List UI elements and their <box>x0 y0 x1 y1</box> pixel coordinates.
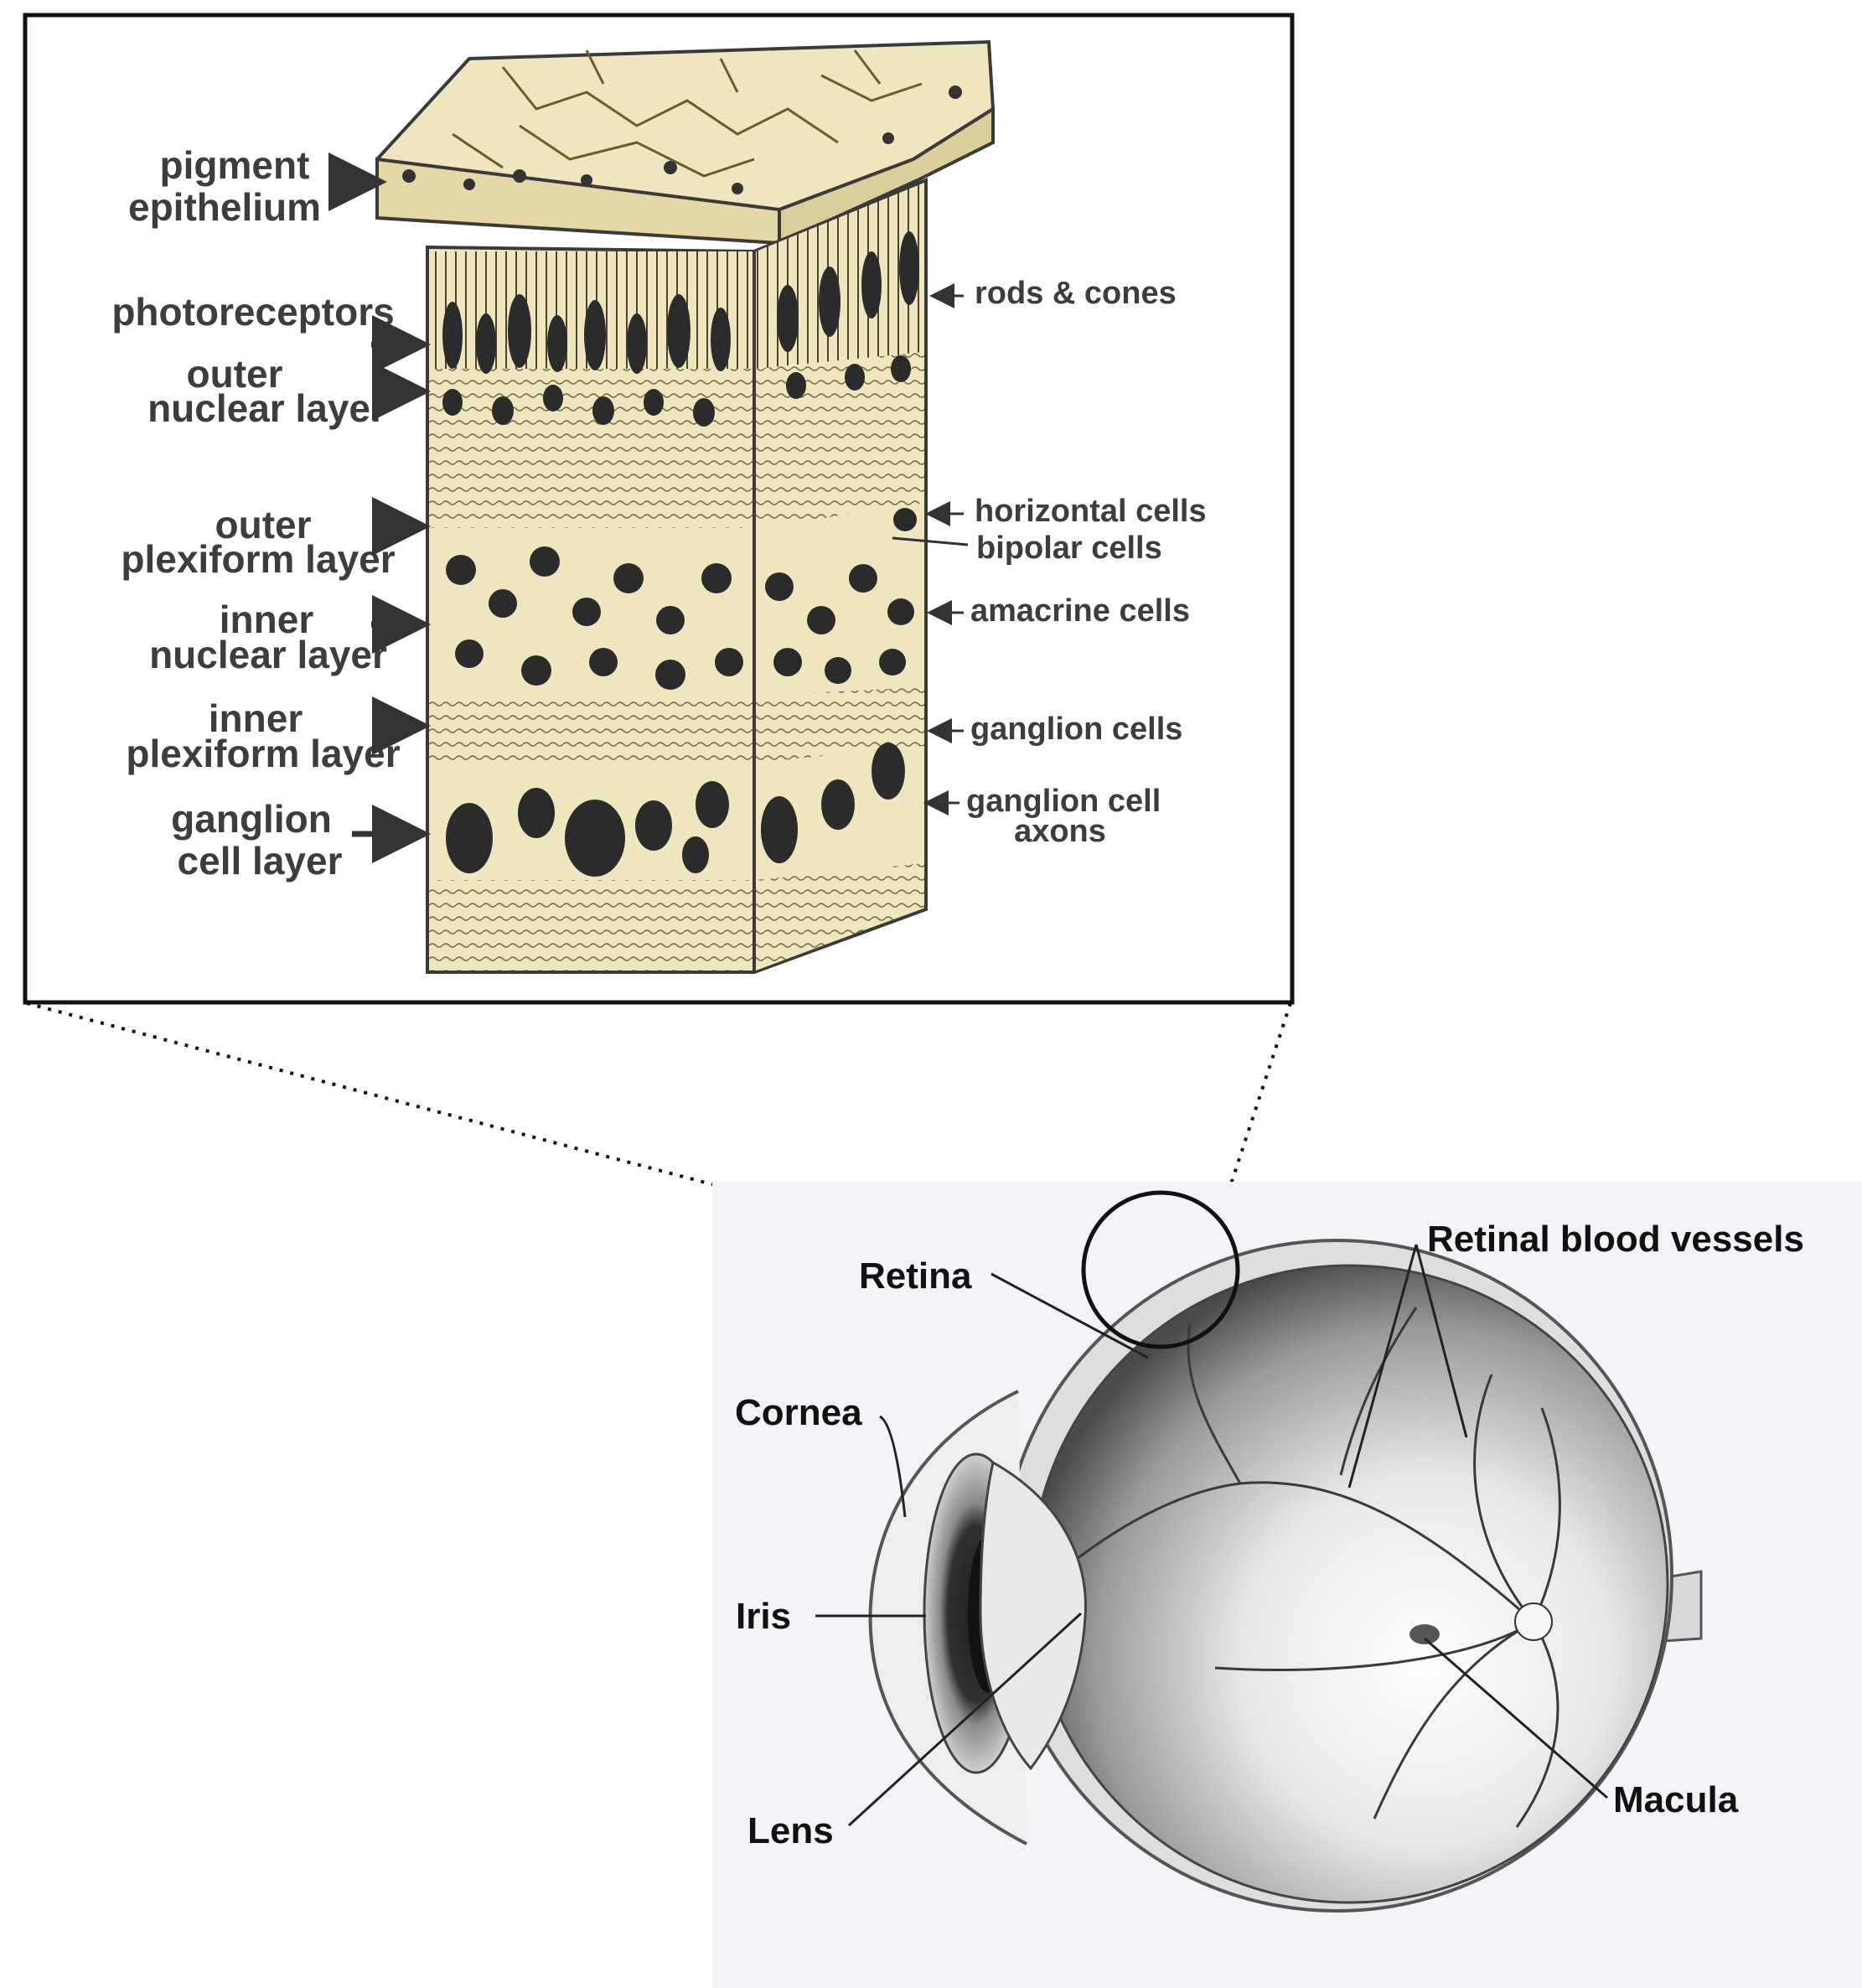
pigment-epithelium-slab <box>375 39 996 246</box>
label-photoreceptors: photoreceptors <box>111 290 394 334</box>
label-pigment-2: epithelium <box>128 185 321 229</box>
blood-vessels <box>1055 1307 1561 1828</box>
right-labels: rods & cones horizontal cells bipolar ce… <box>892 276 1207 849</box>
label-ganglion-2: cell layer <box>178 839 343 883</box>
macula-spot <box>1409 1624 1440 1644</box>
label-inner-nuclear-2: nuclear layer <box>149 633 387 676</box>
label-iris: Iris <box>736 1596 791 1637</box>
lens <box>979 1460 1087 1771</box>
eye-leader-lines <box>815 1244 1608 1827</box>
label-macula: Macula <box>1613 1779 1739 1820</box>
label-rods-cones: rods & cones <box>975 276 1177 311</box>
pointer-bipolar <box>892 536 969 546</box>
label-outer-nuclear-1: outer <box>187 352 283 396</box>
label-retina: Retina <box>859 1255 972 1297</box>
label-ganglion-1: ganglion <box>171 797 332 841</box>
label-outer-plexiform-1: outer <box>215 503 312 546</box>
label-ganglion-cells: ganglion cells <box>970 712 1182 747</box>
label-bipolar: bipolar cells <box>976 531 1162 566</box>
label-axons-1: ganglion cell <box>966 784 1161 819</box>
label-amacrine: amacrine cells <box>970 593 1190 629</box>
label-axons-2: axons <box>1014 814 1106 849</box>
label-inner-plexiform-2: plexiform layer <box>126 732 400 775</box>
eyeball-interior <box>1029 1264 1669 1904</box>
label-inner-plexiform-1: inner <box>209 696 303 740</box>
label-lens: Lens <box>747 1810 834 1851</box>
magnifier-circle <box>1081 1190 1240 1349</box>
left-labels: pigment epithelium photoreceptors outer … <box>111 143 431 883</box>
optic-disc <box>1514 1602 1553 1641</box>
label-retinal-vessels: Retinal blood vessels <box>1427 1219 1804 1260</box>
retina-block <box>426 178 928 974</box>
label-outer-nuclear-2: nuclear layer <box>147 386 385 430</box>
label-outer-plexiform-2: plexiform layer <box>121 537 395 581</box>
label-inner-nuclear-1: inner <box>220 598 314 641</box>
retina-layers-panel: pigment epithelium photoreceptors outer … <box>23 13 1295 1005</box>
eye-diagram: Retina Retinal blood vessels Cornea Iris… <box>712 1182 1862 1988</box>
label-cornea: Cornea <box>735 1392 862 1433</box>
label-horizontal: horizontal cells <box>975 494 1207 529</box>
label-pigment-1: pigment <box>160 143 310 187</box>
